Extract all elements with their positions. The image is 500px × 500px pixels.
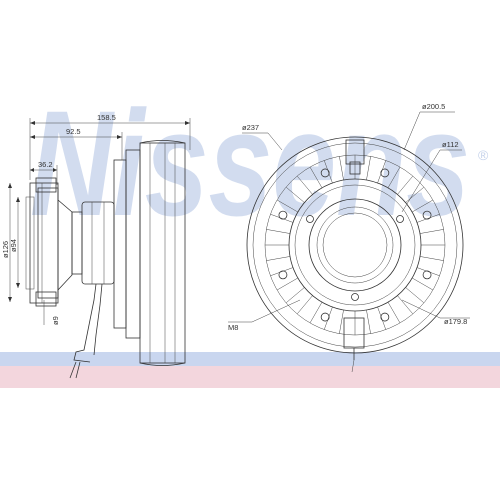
fin xyxy=(416,267,440,277)
fin xyxy=(416,213,440,223)
bolt-hole xyxy=(422,270,432,280)
fin xyxy=(405,287,425,304)
fin xyxy=(339,156,344,181)
fin xyxy=(405,186,425,203)
fin xyxy=(285,186,305,203)
dim-thread: M8 xyxy=(228,323,238,332)
dim-dia-pilot: ø94 xyxy=(9,239,18,252)
fin xyxy=(296,295,313,315)
fin xyxy=(323,160,333,184)
radial-fins xyxy=(265,155,445,335)
fin xyxy=(309,166,323,188)
dim-dia-center: ø112 xyxy=(442,140,459,149)
bolt-hole xyxy=(278,270,288,280)
dim-dia-bolt-circle: ø200.5 xyxy=(422,102,445,111)
bolt-hole xyxy=(320,168,330,178)
side-view: 158.5 92.5 36.2 ø126 ø94 ø9 xyxy=(1,113,191,379)
fin xyxy=(397,295,414,315)
front-view: ø237 ø200.5 ø112 M8 ø179.8 xyxy=(228,102,470,373)
outer-rim xyxy=(246,136,464,354)
fin xyxy=(266,229,291,234)
bolt-hole xyxy=(380,168,390,178)
dim-hub-length: 92.5 xyxy=(66,127,81,136)
center-bolt-hole xyxy=(396,215,404,223)
fin xyxy=(339,309,344,334)
fin xyxy=(412,277,434,291)
fin xyxy=(419,256,444,261)
fin xyxy=(419,229,444,234)
bolt-hole xyxy=(320,312,330,322)
watermark-registered-mark: ® xyxy=(478,147,489,163)
dim-dia-outer-flange: ø126 xyxy=(1,241,10,258)
side-fins xyxy=(139,142,186,364)
fin xyxy=(296,175,313,195)
fin xyxy=(387,302,401,324)
fin xyxy=(285,287,305,304)
center-hub xyxy=(308,198,402,292)
watermark-band-pink xyxy=(0,366,500,388)
bolt-holes xyxy=(278,168,432,322)
fin xyxy=(377,160,387,184)
fin xyxy=(412,199,434,213)
dim-overall-length: 158.5 xyxy=(97,113,116,122)
fin xyxy=(366,156,371,181)
fin xyxy=(276,277,298,291)
dim-dia-hole: ø9 xyxy=(51,316,60,325)
center-bolt-hole xyxy=(306,215,314,223)
fin xyxy=(266,256,291,261)
fin xyxy=(397,175,414,195)
fin xyxy=(270,267,294,277)
bolt-hole xyxy=(380,312,390,322)
fin xyxy=(387,166,401,188)
fin xyxy=(366,309,371,334)
dim-dia-fan: ø237 xyxy=(242,123,259,132)
dim-flange-length: 36.2 xyxy=(38,160,53,169)
watermark-text: Nissens xyxy=(30,79,470,247)
bolt-hole xyxy=(278,210,288,220)
fin xyxy=(323,306,333,330)
center-bolt-hole xyxy=(351,293,359,301)
fin xyxy=(377,306,387,330)
dim-dia-inner-ring: ø179.8 xyxy=(444,317,467,326)
bolt-hole xyxy=(422,210,432,220)
fin xyxy=(270,213,294,223)
fin xyxy=(276,199,298,213)
watermark-band-blue xyxy=(0,352,500,366)
fin xyxy=(309,302,323,324)
